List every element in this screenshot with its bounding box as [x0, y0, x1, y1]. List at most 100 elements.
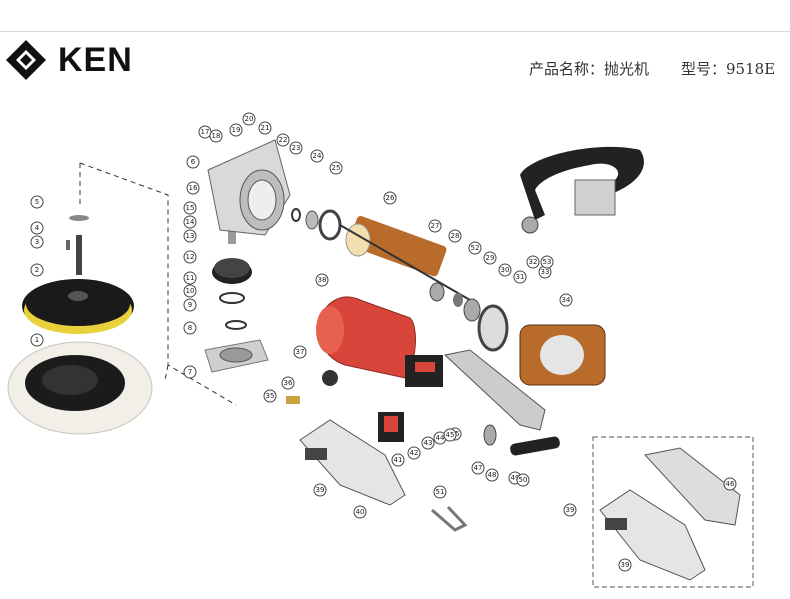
- callout-number: 17: [201, 128, 210, 136]
- armature: [339, 216, 471, 301]
- callout-50: 50: [516, 473, 530, 487]
- callout-number: 1: [35, 336, 39, 344]
- callout-number: 41: [394, 456, 403, 464]
- callout-number: 50: [519, 476, 528, 484]
- rear-handle-half: [443, 349, 546, 431]
- callout-43: 43: [421, 436, 435, 450]
- dashed-guides: [79, 162, 237, 406]
- callout-40: 40: [353, 505, 367, 519]
- callout-47: 47: [471, 461, 485, 475]
- hex-key: [431, 505, 468, 532]
- callout-number: 34: [562, 296, 571, 304]
- gear-housing: [207, 139, 291, 236]
- backing-pad: [22, 279, 134, 334]
- callout-number: 32: [529, 258, 538, 266]
- motor-housing: [316, 296, 416, 379]
- callout-42: 42: [407, 446, 421, 460]
- callout-18: 18: [209, 129, 223, 143]
- callout-1: 1: [30, 333, 44, 347]
- callout-number: 52: [471, 244, 480, 252]
- callout-27: 27: [428, 219, 442, 233]
- callout-20: 20: [242, 112, 256, 126]
- callout-number: 19: [232, 126, 241, 134]
- callout-number: 14: [186, 218, 195, 226]
- callout-number: 49: [511, 474, 520, 482]
- product-name-label: 产品名称：抛光机: [529, 60, 650, 78]
- callout-number: 26: [386, 194, 395, 202]
- callout-number: 6: [191, 158, 196, 166]
- callout-4: 4: [30, 221, 44, 235]
- callout-number: 39: [566, 506, 575, 514]
- bearing-washers: [291, 208, 342, 241]
- callout-7: 7: [183, 365, 197, 379]
- callout-34: 34: [559, 293, 573, 307]
- callout-number: 9: [188, 301, 192, 309]
- ken-diamond-icon: [6, 40, 46, 80]
- callout-38: 38: [315, 273, 329, 287]
- rear-bearings: [429, 282, 509, 352]
- product-info: 产品名称：抛光机 型号：9518E: [529, 58, 775, 79]
- callout-number: 43: [424, 439, 433, 447]
- callout-37: 37: [293, 345, 307, 359]
- callout-24: 24: [310, 149, 324, 163]
- callout-16: 16: [186, 181, 200, 195]
- callout-number: 46: [726, 480, 735, 488]
- callout-28: 28: [448, 229, 462, 243]
- callout-33: 33: [538, 265, 552, 279]
- callout-15: 15: [183, 201, 197, 215]
- callout-46: 46: [723, 477, 737, 491]
- callout-number: 4: [35, 224, 40, 232]
- model-label: 型号：9518E: [681, 60, 776, 78]
- callout-32: 32: [526, 255, 540, 269]
- callout-number: 27: [431, 222, 440, 230]
- callout-number: 40: [356, 508, 365, 516]
- callout-12: 12: [183, 250, 197, 264]
- callout-53: 53: [540, 255, 554, 269]
- callout-35: 35: [263, 389, 277, 403]
- callout-36: 36: [281, 376, 295, 390]
- callout-number: 36: [284, 379, 293, 387]
- callout-23: 23: [289, 141, 303, 155]
- callout-10: 10: [183, 284, 197, 298]
- callout-2: 2: [30, 263, 44, 277]
- d-handle: [520, 146, 644, 234]
- callout-25: 25: [329, 161, 343, 175]
- callout-13: 13: [183, 229, 197, 243]
- switch-assembly: [286, 355, 443, 442]
- callout-number: 31: [516, 273, 525, 281]
- callout-number: 42: [410, 449, 419, 457]
- gear-stack: [212, 217, 252, 330]
- callout-number: 15: [186, 204, 195, 212]
- callout-number: 47: [474, 464, 483, 472]
- callout-number: 38: [318, 276, 327, 284]
- callout-3: 3: [30, 235, 44, 249]
- callout-39: 39: [618, 558, 632, 572]
- callout-41: 41: [391, 453, 405, 467]
- callout-number: 16: [189, 184, 198, 192]
- brand-logo: KEN: [4, 38, 133, 82]
- field-stator: [519, 324, 606, 386]
- callout-19: 19: [229, 123, 243, 137]
- callout-number: 8: [188, 324, 192, 332]
- callout-number: 7: [188, 368, 192, 376]
- callout-39: 39: [313, 483, 327, 497]
- callout-number: 11: [186, 274, 195, 282]
- callout-number: 25: [332, 164, 341, 172]
- callout-21: 21: [258, 121, 272, 135]
- callout-number: 2: [35, 266, 39, 274]
- callout-number: 28: [451, 232, 460, 240]
- callout-22: 22: [276, 133, 290, 147]
- callout-11: 11: [183, 271, 197, 285]
- callout-number: 30: [501, 266, 510, 274]
- callout-number: 5: [35, 198, 39, 206]
- callout-14: 14: [183, 215, 197, 229]
- callout-29: 29: [483, 251, 497, 265]
- callout-number: 37: [296, 348, 305, 356]
- callout-number: 18: [212, 132, 221, 140]
- callout-number: 45: [446, 431, 455, 439]
- callout-17: 17: [198, 125, 212, 139]
- callout-number: 44: [436, 434, 445, 442]
- callout-number: 21: [261, 124, 270, 132]
- callout-48: 48: [485, 468, 499, 482]
